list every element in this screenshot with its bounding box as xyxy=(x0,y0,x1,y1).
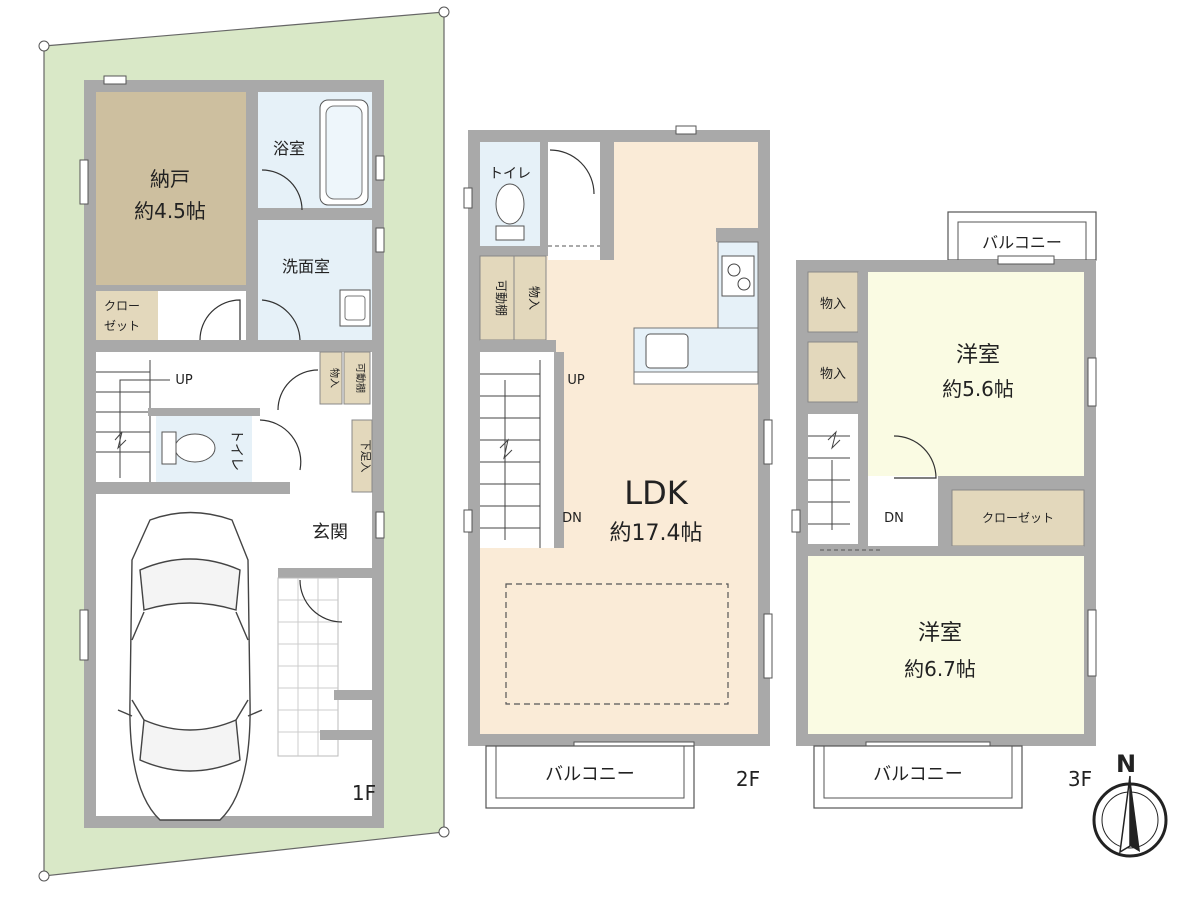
storage-2f-label: 物入 xyxy=(527,286,541,310)
stairs-up-1f: UP xyxy=(175,373,193,388)
shelf-1f xyxy=(343,351,371,405)
entrance-label: 玄関 xyxy=(312,522,348,543)
floor-2 xyxy=(463,125,773,809)
closet-label-1: クロー xyxy=(104,299,140,313)
storage-room xyxy=(96,92,246,287)
bedroom-1-size: 約5.6帖 xyxy=(942,377,1014,401)
entrance-area xyxy=(290,494,372,574)
bathroom-label: 浴室 xyxy=(273,139,305,158)
stairs-down-3f: DN xyxy=(884,511,904,526)
bedroom-2 xyxy=(808,556,1084,734)
balcony-3f-top-label: バルコニー xyxy=(982,233,1062,252)
bedroom-1 xyxy=(868,272,1084,476)
storage-room-name: 納戸 xyxy=(150,167,190,191)
floor-3 xyxy=(791,211,1097,809)
storage-3f-b-label: 物入 xyxy=(820,367,846,382)
floor-label-2f: 2F xyxy=(736,767,760,791)
bedroom-2-size: 約6.7帖 xyxy=(904,657,976,681)
shoe-storage xyxy=(351,419,373,493)
storage-1f xyxy=(319,351,343,405)
ldk-size: 約17.4帖 xyxy=(610,521,703,546)
compass-north-label: N xyxy=(1116,750,1136,778)
shelf-2f xyxy=(479,255,515,341)
toilet-1f-label: トイレ xyxy=(228,429,244,471)
closet-3f-label: クローゼット xyxy=(982,511,1054,525)
stairs-up-2f: UP xyxy=(567,373,585,388)
stairs-down-2f: DN xyxy=(562,511,582,526)
shelf-1f-label: 可動棚 xyxy=(354,363,367,393)
storage-3f-a-label: 物入 xyxy=(820,297,846,312)
floor-label-3f: 3F xyxy=(1068,767,1092,791)
tile-porch xyxy=(277,577,339,757)
floor-1 xyxy=(79,75,385,828)
shoe-storage-label: 下足入 xyxy=(359,440,372,473)
bedroom-2-name: 洋室 xyxy=(918,621,962,646)
shelf-2f-label: 可動棚 xyxy=(494,280,509,316)
balcony-2f-label: バルコニー xyxy=(545,764,635,785)
bedroom-1-name: 洋室 xyxy=(956,343,1000,368)
washroom-label: 洗面室 xyxy=(282,257,330,276)
storage-3f-b xyxy=(807,341,859,403)
balcony-3f-bottom-label: バルコニー xyxy=(873,764,963,785)
storage-1f-label: 物入 xyxy=(328,368,341,388)
car-icon xyxy=(117,511,263,821)
closet-label-2: ゼット xyxy=(104,319,140,333)
ldk-name: LDK xyxy=(624,474,688,512)
floor-label-1f: 1F xyxy=(352,781,376,805)
toilet-2f-label: トイレ xyxy=(489,166,531,182)
north-compass-icon xyxy=(1092,775,1168,858)
closet-3f xyxy=(951,489,1085,547)
closet-1f xyxy=(96,290,158,340)
storage-room-size: 約4.5帖 xyxy=(134,199,206,223)
